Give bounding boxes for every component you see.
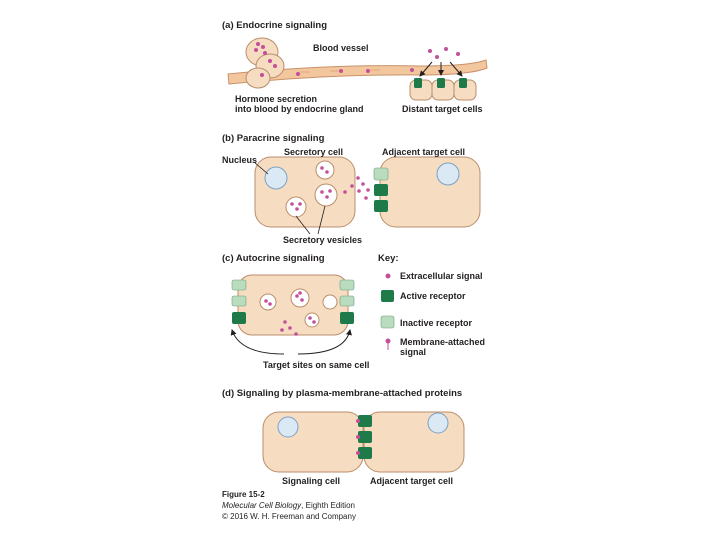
secretory-cell	[254, 156, 356, 228]
autocrine-vesicle	[290, 288, 310, 308]
panel-b-title: (b) Paracrine signaling	[222, 133, 325, 144]
secretory-vesicle	[285, 196, 307, 218]
blood-vessel	[227, 59, 488, 85]
key-inactive-label: Inactive receptor	[400, 318, 473, 328]
secretory-vesicles-label: Secretory vesicles	[283, 235, 363, 245]
target-sites-label: Target sites on same cell	[263, 360, 370, 370]
key-active-label: Active receptor	[400, 291, 466, 301]
adjacent-target-cell-label: Adjacent target cell	[382, 147, 466, 157]
secretory-vesicle	[315, 160, 335, 180]
key-extracellular-label: Extracellular signal	[400, 271, 483, 281]
paracrine-signal-dots	[290, 166, 370, 211]
secretory-cell-label: Secretory cell	[284, 147, 344, 157]
secretory-vesicle	[314, 183, 338, 207]
extracellular-signal-icon	[385, 273, 391, 279]
distant-target-cells	[409, 78, 477, 101]
autocrine-arrow-left	[230, 329, 285, 355]
inactive-receptor-icon	[380, 315, 395, 329]
autocrine-vesicle	[304, 312, 320, 328]
membrane-signals	[356, 419, 360, 455]
autocrine-receptors	[231, 279, 355, 324]
nucleus	[277, 416, 299, 438]
hormone-secretion-label-line1: Hormone secretion	[235, 94, 318, 104]
membrane-attached-signal-icon	[385, 338, 391, 350]
nucleus-pointer	[253, 161, 269, 175]
autocrine-vesicle	[259, 293, 277, 311]
membrane-receptors	[358, 415, 372, 459]
vesicle-pointer	[295, 205, 326, 235]
active-receptors	[373, 167, 389, 212]
panel-c-title: (c) Autocrine signaling	[222, 253, 325, 264]
hormone-signal-dots	[254, 42, 460, 77]
autocrine-signal-dots	[264, 291, 316, 336]
nucleus-label: Nucleus	[222, 155, 258, 165]
active-receptor-icon	[381, 290, 394, 302]
panel-a-title: (a) Endocrine signaling	[222, 20, 328, 31]
autocrine-arrow-right	[297, 329, 352, 355]
distant-target-cells-label: Distant target cells	[402, 104, 483, 114]
book-title: Molecular Cell Biology	[222, 501, 302, 510]
nucleus	[436, 162, 460, 186]
nucleus	[427, 412, 449, 434]
book-edition: , Eighth Edition	[301, 501, 355, 510]
panel-c-diagram	[230, 274, 355, 355]
panel-b-diagram	[253, 156, 481, 235]
figure-number: Figure 15-2	[222, 490, 265, 499]
key-membrane-label-line2: signal	[400, 347, 427, 357]
book-citation: Molecular Cell Biology, Eighth Edition	[222, 501, 355, 511]
panel-d-diagram	[262, 411, 465, 473]
target-arrows	[419, 61, 463, 77]
nucleus	[264, 166, 288, 190]
copyright-line: © 2016 W. H. Freeman and Company	[222, 512, 356, 521]
panel-d-title: (d) Signaling by plasma-membrane-attache…	[222, 388, 463, 399]
signaling-cell-label: Signaling cell	[282, 476, 341, 486]
key-title: Key:	[378, 253, 399, 264]
endocrine-gland	[245, 37, 285, 89]
panel-a-diagram	[227, 37, 488, 101]
signaling-cell	[262, 411, 364, 473]
hormone-secretion-label-line2: into blood by endocrine gland	[235, 104, 364, 114]
key-icons	[380, 273, 395, 350]
key-membrane-label-line1: Membrane-attached	[400, 337, 486, 347]
blood-vessel-label: Blood vessel	[313, 43, 369, 53]
autocrine-vesicle	[322, 294, 338, 310]
adjacent-target-cell-label-d: Adjacent target cell	[370, 476, 454, 486]
adjacent-target-cell	[379, 156, 481, 228]
adjacent-target-cell	[363, 411, 465, 473]
